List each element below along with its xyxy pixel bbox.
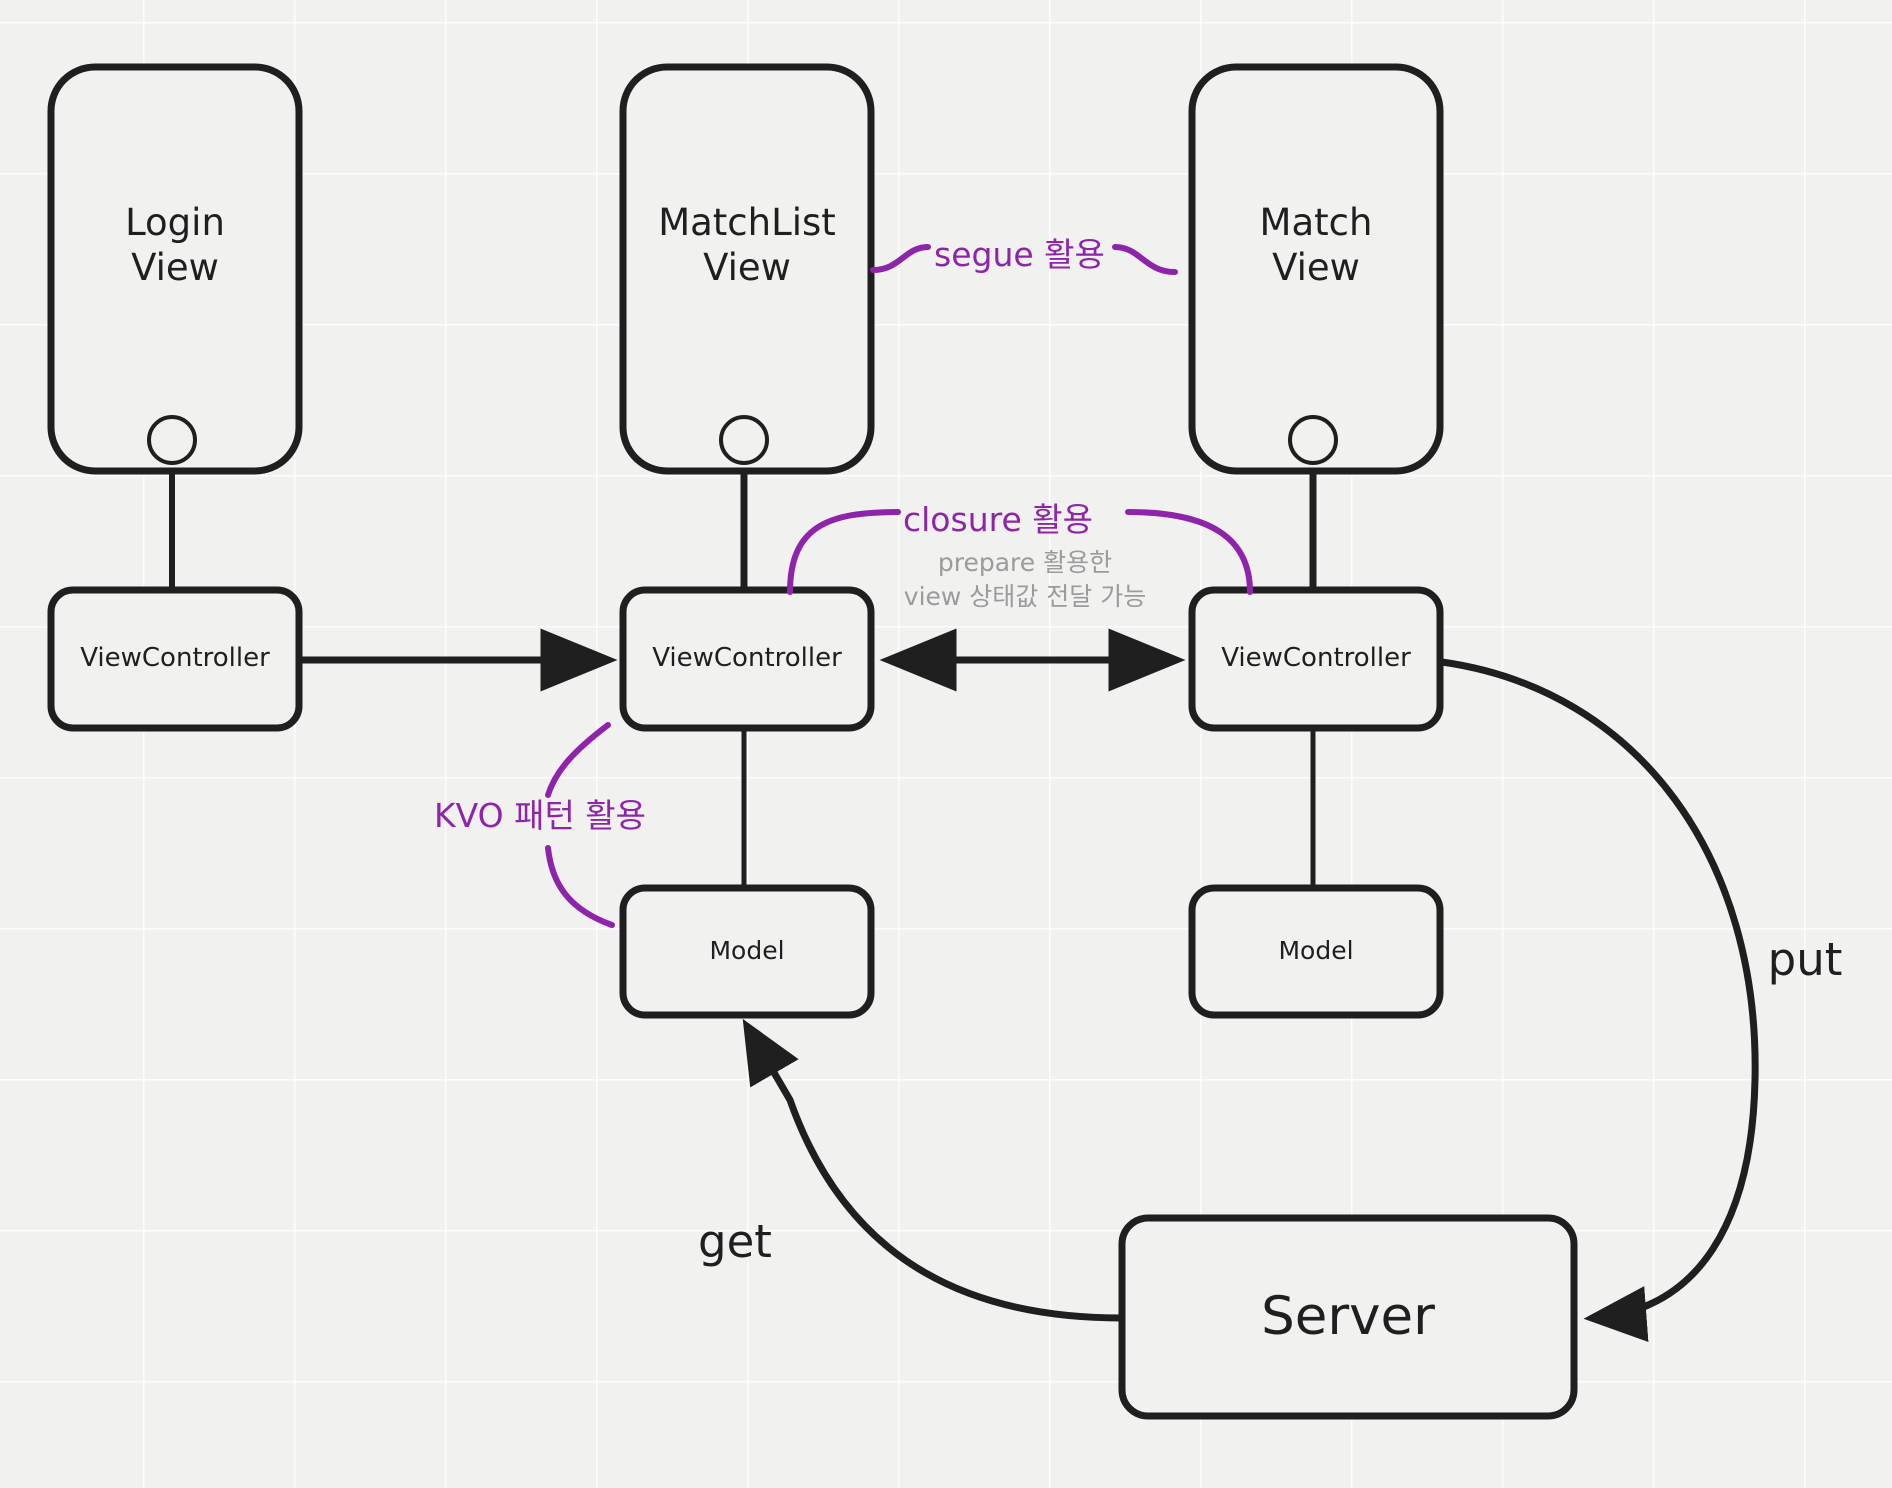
segue-connector-right: [1112, 244, 1178, 275]
match-model-shape: [1188, 884, 1444, 1019]
kvo-connector-bottom: [545, 845, 615, 928]
matchlist-phone-shape: [619, 63, 875, 475]
server-shape: [1118, 1214, 1578, 1420]
segue-connector-left: [870, 244, 931, 273]
login-vc-shape: [47, 586, 303, 732]
login-phone-shape: [47, 63, 303, 475]
kvo-connector-top: [545, 722, 611, 798]
matchlist-model-shape: [619, 884, 875, 1019]
matchlist-vc-shape: [619, 586, 875, 732]
match-vc-shape: [1188, 586, 1444, 732]
arrow-get-server-to-model: [742, 1018, 1123, 1322]
match-phone-shape: [1188, 63, 1444, 475]
closure-connector-left: [787, 509, 901, 595]
closure-connector-right: [1125, 509, 1253, 595]
arrow-put-vc-to-server: [1441, 658, 1759, 1342]
